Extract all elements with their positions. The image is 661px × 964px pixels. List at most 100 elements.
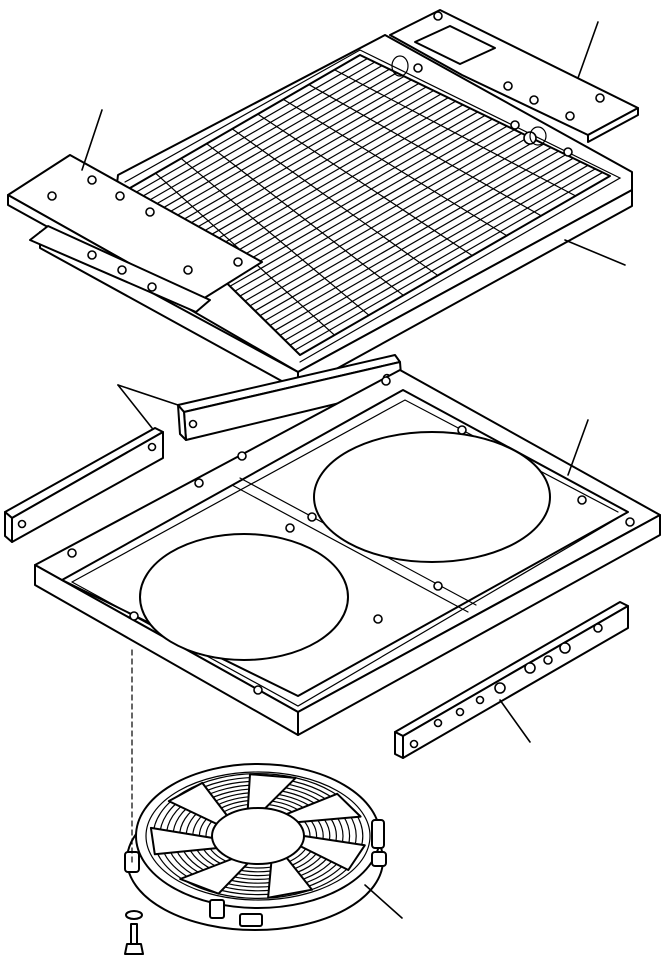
right-plate-hole <box>503 81 513 91</box>
left-plate-hole <box>87 175 97 185</box>
fan-mount-lug <box>371 819 385 849</box>
left-plate-hole <box>87 250 97 260</box>
right-plate-hole <box>510 120 520 130</box>
shroud-hole <box>625 517 635 527</box>
tube-line <box>333 69 577 197</box>
core-fitting <box>391 55 409 77</box>
right-plate-hole <box>595 93 605 103</box>
bracket-end <box>394 731 404 759</box>
fin-line <box>134 57 368 194</box>
right-plate-hole <box>413 63 423 73</box>
bolt-shank <box>130 923 138 947</box>
tube-line <box>180 157 370 316</box>
left-plate-hole <box>147 282 157 292</box>
right-mounting-plate <box>389 9 639 157</box>
right-plate-hole <box>433 11 443 21</box>
shroud-hole <box>433 581 443 591</box>
leader-lines <box>81 21 626 919</box>
shroud-hole <box>253 685 263 695</box>
leader-right-plate <box>577 21 599 79</box>
front-bar-hole <box>17 519 27 529</box>
leader-shroud <box>567 419 589 476</box>
fin-line <box>174 86 427 233</box>
core-inner-rim <box>124 49 622 363</box>
shroud-hole <box>381 376 391 386</box>
fan-hub <box>211 807 305 865</box>
right-side-bracket <box>394 601 629 759</box>
front-bar-hole <box>147 442 157 452</box>
fin-line <box>229 125 508 287</box>
tube-line <box>282 98 508 237</box>
bracket-hole <box>433 718 443 728</box>
shroud-fan-opening-rear <box>313 431 551 563</box>
front-bar-end <box>4 511 13 543</box>
shroud-hole <box>285 523 295 533</box>
left-plate-hole <box>145 207 155 217</box>
fin-line <box>179 89 435 238</box>
core-fitting <box>529 126 547 146</box>
fan-shroud-frame <box>34 369 661 736</box>
fan-mount-lug <box>371 851 387 867</box>
condenser-core <box>39 34 633 391</box>
shroud-hole <box>129 611 139 621</box>
fan-mount-lug <box>239 913 263 927</box>
fin-line <box>149 68 391 209</box>
bracket-hole <box>524 662 536 674</box>
fin-line <box>184 93 442 243</box>
shroud-hole <box>457 425 467 435</box>
fin-line <box>279 161 582 336</box>
bracket-hole <box>593 623 603 633</box>
shroud-left-lip <box>34 564 299 736</box>
fin-line <box>209 111 479 268</box>
fin-line <box>259 146 552 317</box>
rear-bar-hole <box>188 419 198 429</box>
fin-line <box>289 168 596 346</box>
leader-left-plate <box>81 109 103 171</box>
fin-line <box>139 61 376 199</box>
tube-line <box>231 128 439 277</box>
fin-line <box>234 129 516 292</box>
shroud-inner-rim <box>71 399 619 583</box>
left-plate-hole <box>47 191 57 201</box>
fin-line <box>284 164 589 341</box>
front-bar-top <box>4 427 164 519</box>
fin-line <box>204 107 471 263</box>
front-side-bar <box>4 427 164 543</box>
core-fin-lines <box>134 57 604 351</box>
left-plate-hole <box>183 265 193 275</box>
right-plate-hole <box>563 147 573 157</box>
shroud-hole <box>67 548 77 558</box>
bracket-hole <box>455 707 465 717</box>
bracket-hole <box>543 655 553 665</box>
mounting-bolt <box>124 649 144 955</box>
tube-line <box>206 143 404 296</box>
fin-line <box>249 139 538 307</box>
shroud-divider <box>231 484 469 613</box>
leader-core <box>564 239 626 266</box>
fin-line <box>219 118 493 278</box>
fan-mount-lug <box>209 899 225 919</box>
fin-line <box>194 100 457 253</box>
fin-line <box>254 143 545 312</box>
left-plate-hole <box>117 265 127 275</box>
right-plate-edge <box>587 107 639 143</box>
fin-line <box>294 171 604 351</box>
shroud-hole <box>373 614 383 624</box>
shroud-hole <box>237 451 247 461</box>
leader-bracket <box>499 699 531 743</box>
right-plate-hole <box>565 111 575 121</box>
shroud-fan-opening-front <box>139 533 349 661</box>
shroud-hole <box>194 478 204 488</box>
fin-line <box>169 82 420 228</box>
core-fittings <box>391 55 547 146</box>
fin-line <box>224 122 501 282</box>
fin-line <box>164 79 413 223</box>
bracket-hole <box>475 695 485 705</box>
fin-line <box>199 104 464 258</box>
tube-line <box>308 83 542 217</box>
shroud-hole <box>307 512 317 522</box>
left-plate-hole <box>115 191 125 201</box>
fin-line <box>244 136 530 302</box>
fin-line <box>214 114 486 273</box>
leader-side-bar-rear <box>117 384 179 406</box>
